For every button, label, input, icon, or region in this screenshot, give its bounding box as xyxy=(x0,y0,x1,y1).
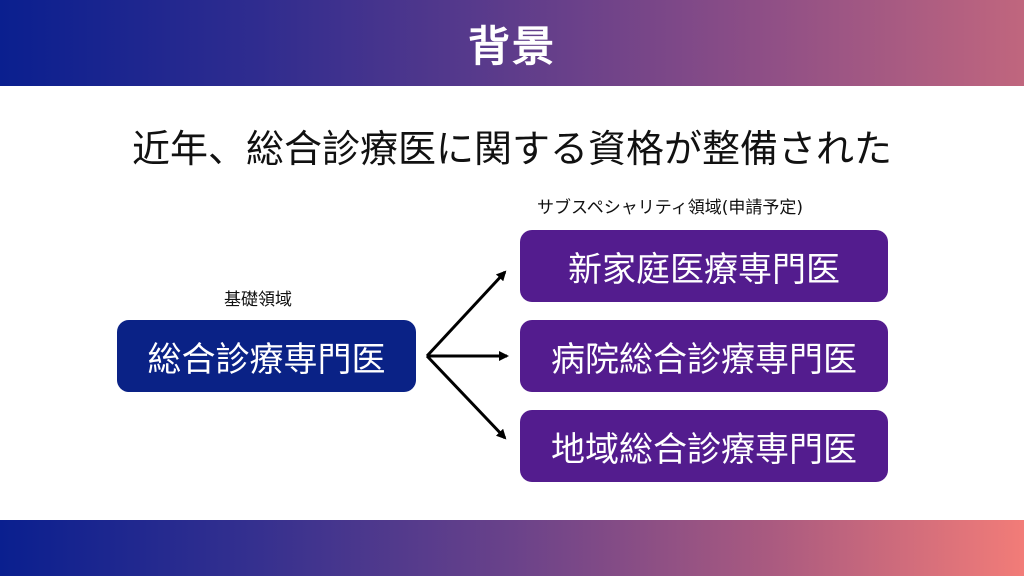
title-bar: 背景 xyxy=(0,0,1024,86)
sub-box-community: 地域総合診療専門医 xyxy=(520,410,888,482)
sub-box-hospital: 病院総合診療専門医 xyxy=(520,320,888,392)
sub-box-label: 地域総合診療専門医 xyxy=(551,429,857,470)
headline: 近年、総合診療医に関する資格が整備された xyxy=(131,127,892,171)
base-box: 総合診療専門医 xyxy=(117,320,416,392)
footer-bar xyxy=(0,520,1024,576)
sub-box-label: 新家庭医療専門医 xyxy=(568,249,840,290)
left-label: 基礎領域 xyxy=(224,290,292,310)
base-box-label: 総合診療専門医 xyxy=(147,339,386,380)
slide-title: 背景 xyxy=(467,21,556,71)
right-label: サブスペシャリティ領域(申請予定) xyxy=(537,198,804,218)
sub-box-family-medicine: 新家庭医療専門医 xyxy=(520,230,888,302)
sub-box-label: 病院総合診療専門医 xyxy=(551,339,857,380)
arrow-to-community xyxy=(425,354,507,440)
arrow-to-family-medicine xyxy=(425,270,507,358)
